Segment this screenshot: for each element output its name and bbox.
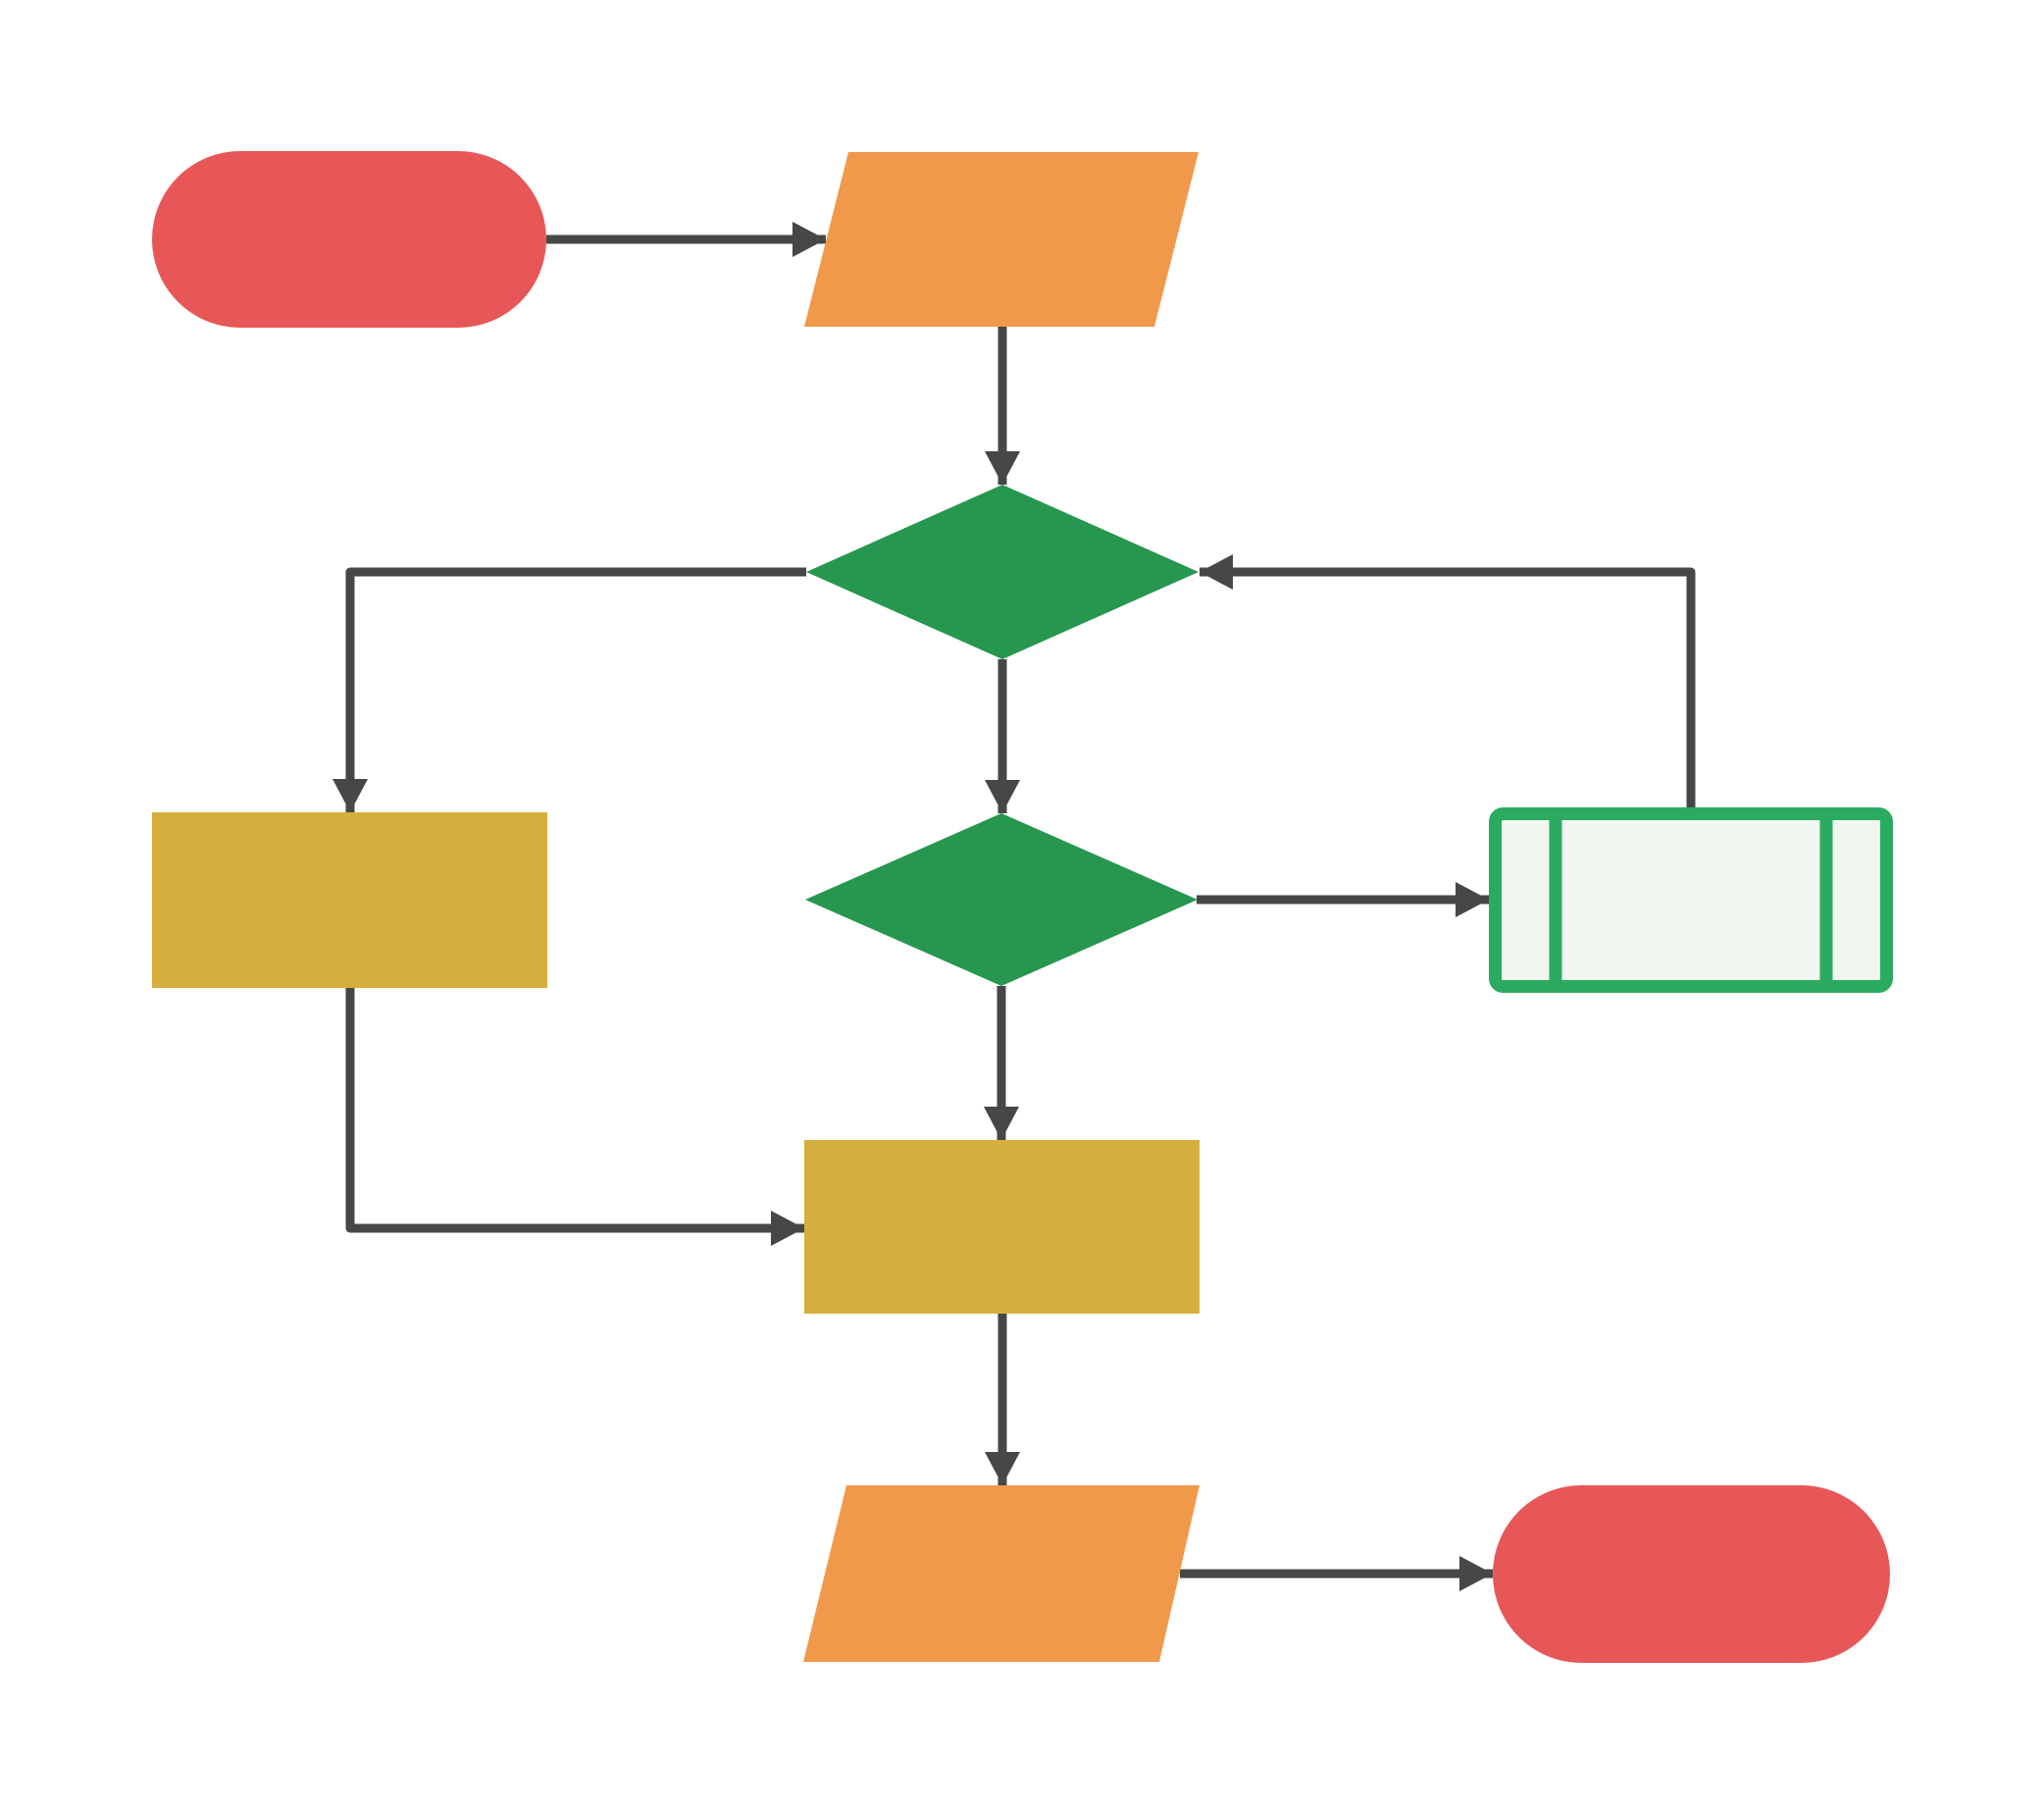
connectors-layer xyxy=(332,222,1696,1591)
connector-process-left-to-center xyxy=(345,988,804,1246)
input-output-parallelogram-bottom xyxy=(803,1485,1200,1662)
nodes-layer xyxy=(152,151,1893,1663)
input-output-parallelogram-top xyxy=(804,152,1199,327)
predefined-process-node xyxy=(1489,807,1893,993)
connector-predefined-to-decision1 xyxy=(1200,554,1696,807)
decision-diamond-2 xyxy=(805,813,1198,986)
process-rectangle-center xyxy=(804,1140,1200,1314)
decision-diamond-1 xyxy=(806,485,1199,659)
connector-decision1-to-process-left xyxy=(332,567,806,812)
start-terminator-node xyxy=(152,151,546,328)
process-rectangle-left xyxy=(152,812,547,988)
end-terminator-node xyxy=(1493,1485,1890,1663)
